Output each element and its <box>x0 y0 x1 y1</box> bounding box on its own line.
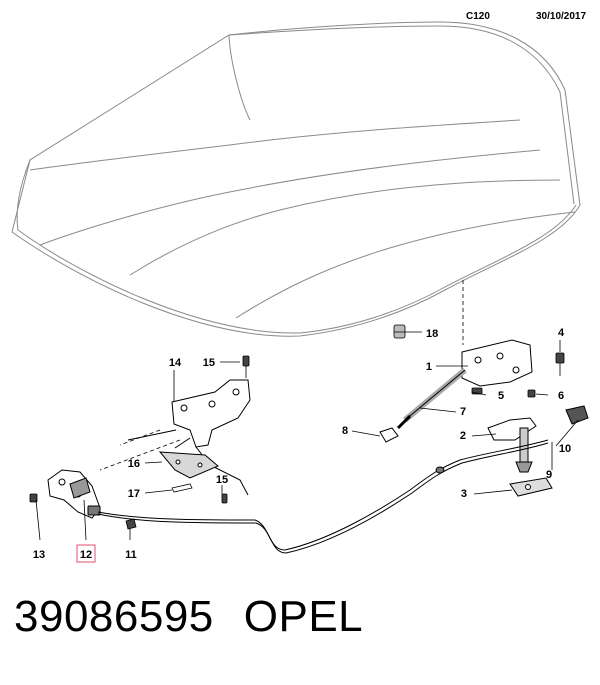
diagram-date: 30/10/2017 <box>536 11 587 22</box>
callout-12: 12 <box>80 549 92 561</box>
callout-18: 18 <box>426 328 438 340</box>
release-cable <box>97 439 549 554</box>
hinge-assembly <box>396 339 533 430</box>
diagram-code: C120 <box>466 11 490 22</box>
latch-bracket <box>127 379 251 496</box>
callout-17: 17 <box>128 488 140 500</box>
callout-labels: 1 2 3 4 5 6 7 8 9 10 11 12 13 14 15 15 1… <box>33 327 571 561</box>
callout-15a: 15 <box>203 357 215 369</box>
hood-panel <box>11 21 581 337</box>
callout-7: 7 <box>460 406 466 418</box>
callout-2: 2 <box>460 430 466 442</box>
fasteners <box>29 324 565 530</box>
callout-9: 9 <box>546 469 552 481</box>
leader-lines <box>35 331 579 541</box>
part-info: 39086595 OPEL <box>14 592 363 642</box>
base-plate <box>509 477 553 497</box>
highlight-box <box>76 544 96 563</box>
brand-name: OPEL <box>243 592 364 641</box>
support-bracket <box>158 451 219 479</box>
guide-lines <box>99 280 464 471</box>
callout-8: 8 <box>342 425 348 437</box>
callout-16: 16 <box>128 458 140 470</box>
bumper-pad <box>565 405 589 425</box>
callout-14: 14 <box>169 357 182 369</box>
callout-5: 5 <box>498 390 504 402</box>
callout-11: 11 <box>125 549 137 561</box>
hood-latch <box>47 469 101 519</box>
striker-assembly <box>379 417 537 473</box>
callout-10: 10 <box>559 443 571 455</box>
callout-13: 13 <box>33 549 45 561</box>
callout-6: 6 <box>558 390 564 402</box>
callout-3: 3 <box>461 488 467 500</box>
part-number: 39086595 <box>14 592 214 641</box>
callout-4: 4 <box>558 327 565 339</box>
callout-15b: 15 <box>216 474 228 486</box>
callout-1: 1 <box>426 361 432 373</box>
